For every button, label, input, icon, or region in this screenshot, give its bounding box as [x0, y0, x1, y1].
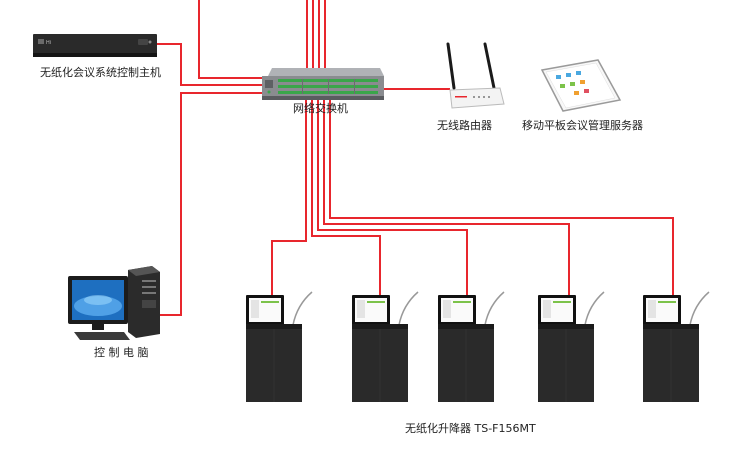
control-pc	[68, 266, 160, 340]
control-host: Hi	[33, 34, 157, 57]
network-switch	[262, 68, 384, 100]
wireless-router	[446, 42, 505, 109]
lifter-label: 无纸化升降器 TS-F156MT	[405, 422, 536, 435]
cable-lifter-3	[317, 100, 468, 300]
host-brand-logo: Hi	[46, 40, 51, 46]
pc-label: 控 制 电 脑	[94, 346, 149, 359]
cable-lifter-2	[311, 100, 381, 300]
switch-label: 网络交换机	[293, 102, 348, 115]
router-label: 无线路由器	[437, 119, 492, 132]
tablet-device	[540, 59, 622, 112]
cable-host-switch	[157, 43, 262, 86]
lifter-1	[246, 291, 313, 402]
lifter-5	[643, 291, 710, 402]
tablet-server-label: 移动平板会议管理服务器	[522, 119, 643, 132]
host-label: 无纸化会议系统控制主机	[40, 66, 161, 79]
cable-lifter-5	[329, 100, 674, 300]
lifter-3	[438, 291, 505, 402]
lifter-4	[538, 291, 605, 402]
cable-top-left	[198, 0, 262, 79]
cables	[157, 0, 674, 316]
lifter-2	[352, 291, 419, 402]
cable-lifter-4	[323, 100, 570, 300]
cable-pc-switch	[157, 92, 262, 316]
lifters	[246, 291, 710, 402]
cable-lifter-1	[271, 100, 307, 300]
